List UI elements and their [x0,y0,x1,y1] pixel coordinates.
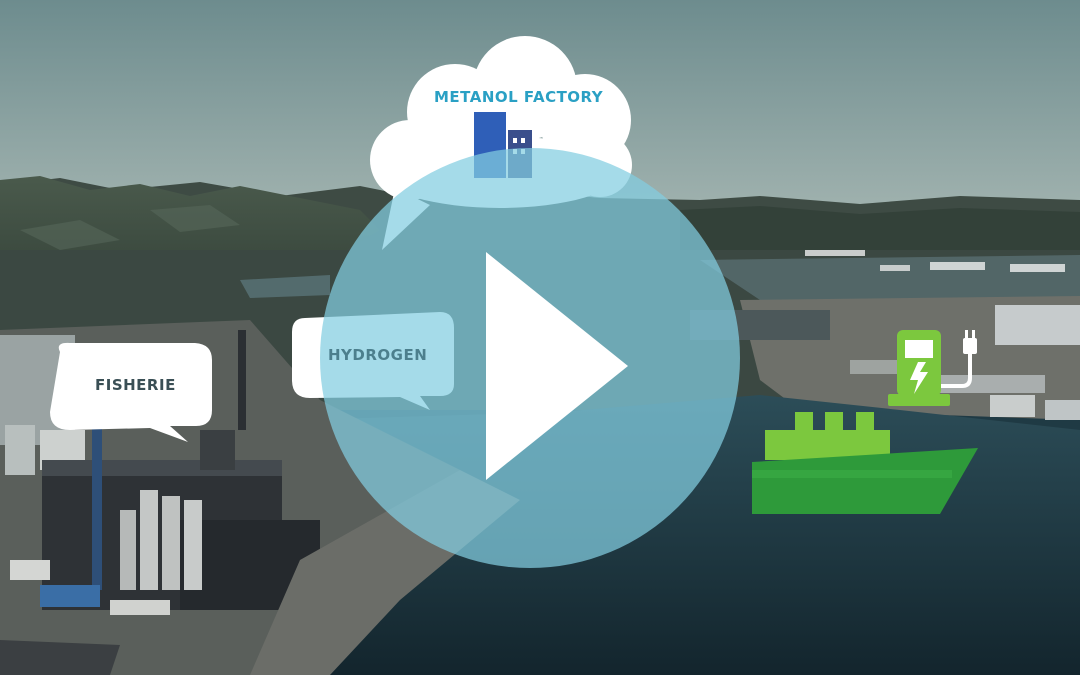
fisherie-bubble [50,342,212,442]
fisherie-label: FISHERIE [95,376,176,394]
hydrogen-label: HYDROGEN [328,346,428,364]
metanol-factory-label: METANOL FACTORY [434,88,604,106]
play-button[interactable] [320,148,740,568]
play-icon[interactable] [486,252,628,480]
ev-charger-icon [888,330,977,406]
ship-icon [752,412,978,514]
